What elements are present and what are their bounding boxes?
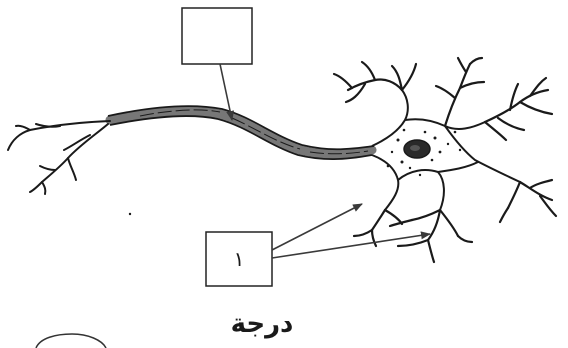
myelin-sheath: [110, 111, 372, 154]
cell-body: [372, 90, 520, 210]
axon-terminals: [8, 121, 110, 194]
speck: [129, 213, 131, 215]
axon: [108, 106, 374, 159]
soma-outline: [372, 90, 520, 210]
arrow-bottom-to-dendrite-1: [272, 204, 362, 250]
label-box-bottom: ١: [206, 232, 272, 286]
score-circle: [36, 334, 106, 348]
label-box-bottom-text: ١: [234, 247, 245, 271]
caption: درجة: [231, 309, 294, 339]
dendrites: [334, 58, 556, 262]
nucleolus: [410, 145, 420, 151]
label-box-top: [182, 8, 252, 64]
